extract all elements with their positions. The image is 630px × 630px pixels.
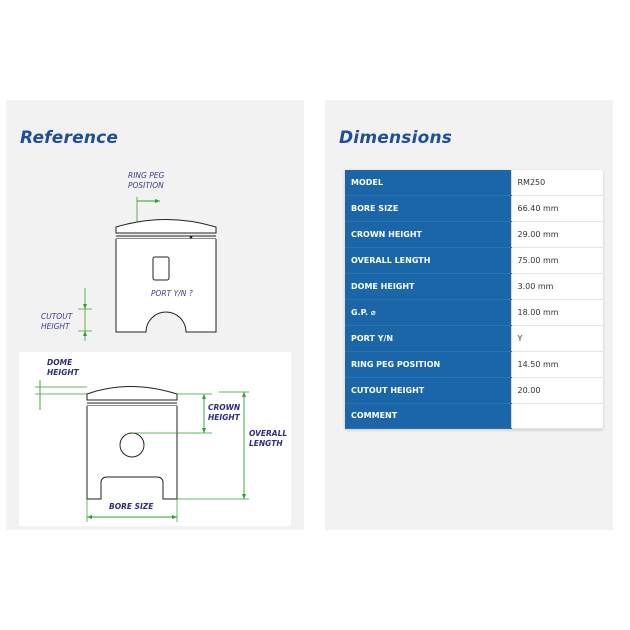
dome-label-line2: HEIGHT <box>47 368 80 377</box>
row-value: RM250 <box>510 170 603 197</box>
ring-peg-label-line2: POSITION <box>128 181 164 190</box>
row-key: CUTOUT HEIGHT <box>345 377 511 404</box>
row-key: DOME HEIGHT <box>345 273 511 300</box>
row-key: G.P. ⌀ <box>345 299 511 326</box>
cutout-label-line2: HEIGHT <box>41 322 71 331</box>
cutout-arrow-bottom <box>83 331 87 336</box>
table-row: COMMENT <box>345 403 603 430</box>
row-value <box>510 403 603 430</box>
row-value: 3.00 mm <box>510 273 603 300</box>
crown-label-line2: HEIGHT <box>208 413 241 422</box>
row-key: PORT Y/N <box>345 325 511 352</box>
row-value: 66.40 mm <box>510 195 603 223</box>
row-value: Y <box>510 325 603 352</box>
ring-peg-label-line1: RING PEG <box>128 171 164 180</box>
dimensions-title: Dimensions <box>339 128 453 148</box>
cutout-label-line1: CUTOUT <box>41 312 74 321</box>
row-value: 20.00 <box>510 377 603 404</box>
bottom-piston-crown <box>86 386 178 401</box>
overall-arrow-bottom <box>242 494 246 499</box>
overall-label-line2: LENGTH <box>249 439 283 448</box>
row-key: OVERALL LENGTH <box>345 247 511 275</box>
row-value: 75.00 mm <box>510 247 603 275</box>
row-value: 18.00 mm <box>510 299 603 326</box>
dome-label-line1: DOME <box>47 358 73 367</box>
port-label: PORT Y/N ? <box>151 289 193 298</box>
overall-arrow-top <box>242 392 246 397</box>
bore-arrow-left <box>87 515 92 519</box>
row-key: COMMENT <box>345 403 511 430</box>
top-piston-crown <box>115 219 217 234</box>
bore-label: BORE SIZE <box>109 502 154 511</box>
crown-arrow-top <box>202 394 206 399</box>
row-value: 29.00 mm <box>510 221 603 249</box>
bore-arrow-right <box>172 515 177 519</box>
row-key: RING PEG POSITION <box>345 351 511 378</box>
top-piston-body <box>115 239 217 333</box>
row-value: 14.50 mm <box>510 351 603 378</box>
row-key: MODEL <box>345 170 511 197</box>
reference-title: Reference <box>20 128 119 148</box>
crown-label-line1: CROWN <box>208 403 241 412</box>
overall-label-line1: OVERALL <box>249 429 287 438</box>
bottom-piston-diagram: DOME HEIGHT CROWN HEIGHT <box>35 358 287 522</box>
ring-peg-arrow <box>155 199 160 203</box>
port-window <box>152 256 170 281</box>
row-key: CROWN HEIGHT <box>345 221 511 249</box>
gudgeon-pin-hole <box>119 432 145 458</box>
table-row: G.P. ⌀18.00 mm <box>345 299 603 326</box>
dimension-diagram-card: DOME HEIGHT CROWN HEIGHT <box>19 352 291 526</box>
top-piston-diagram: RING PEG POSITION PORT Y/N ? CUTOUT HEIG… <box>41 171 217 341</box>
reference-panel: Reference RING PEG POSITION PORT Y/N ? C… <box>6 100 304 530</box>
crown-arrow-bottom <box>202 428 206 433</box>
cutout-arrow-top <box>83 304 87 309</box>
row-key: BORE SIZE <box>345 195 511 223</box>
ring-peg-dot <box>189 235 193 239</box>
